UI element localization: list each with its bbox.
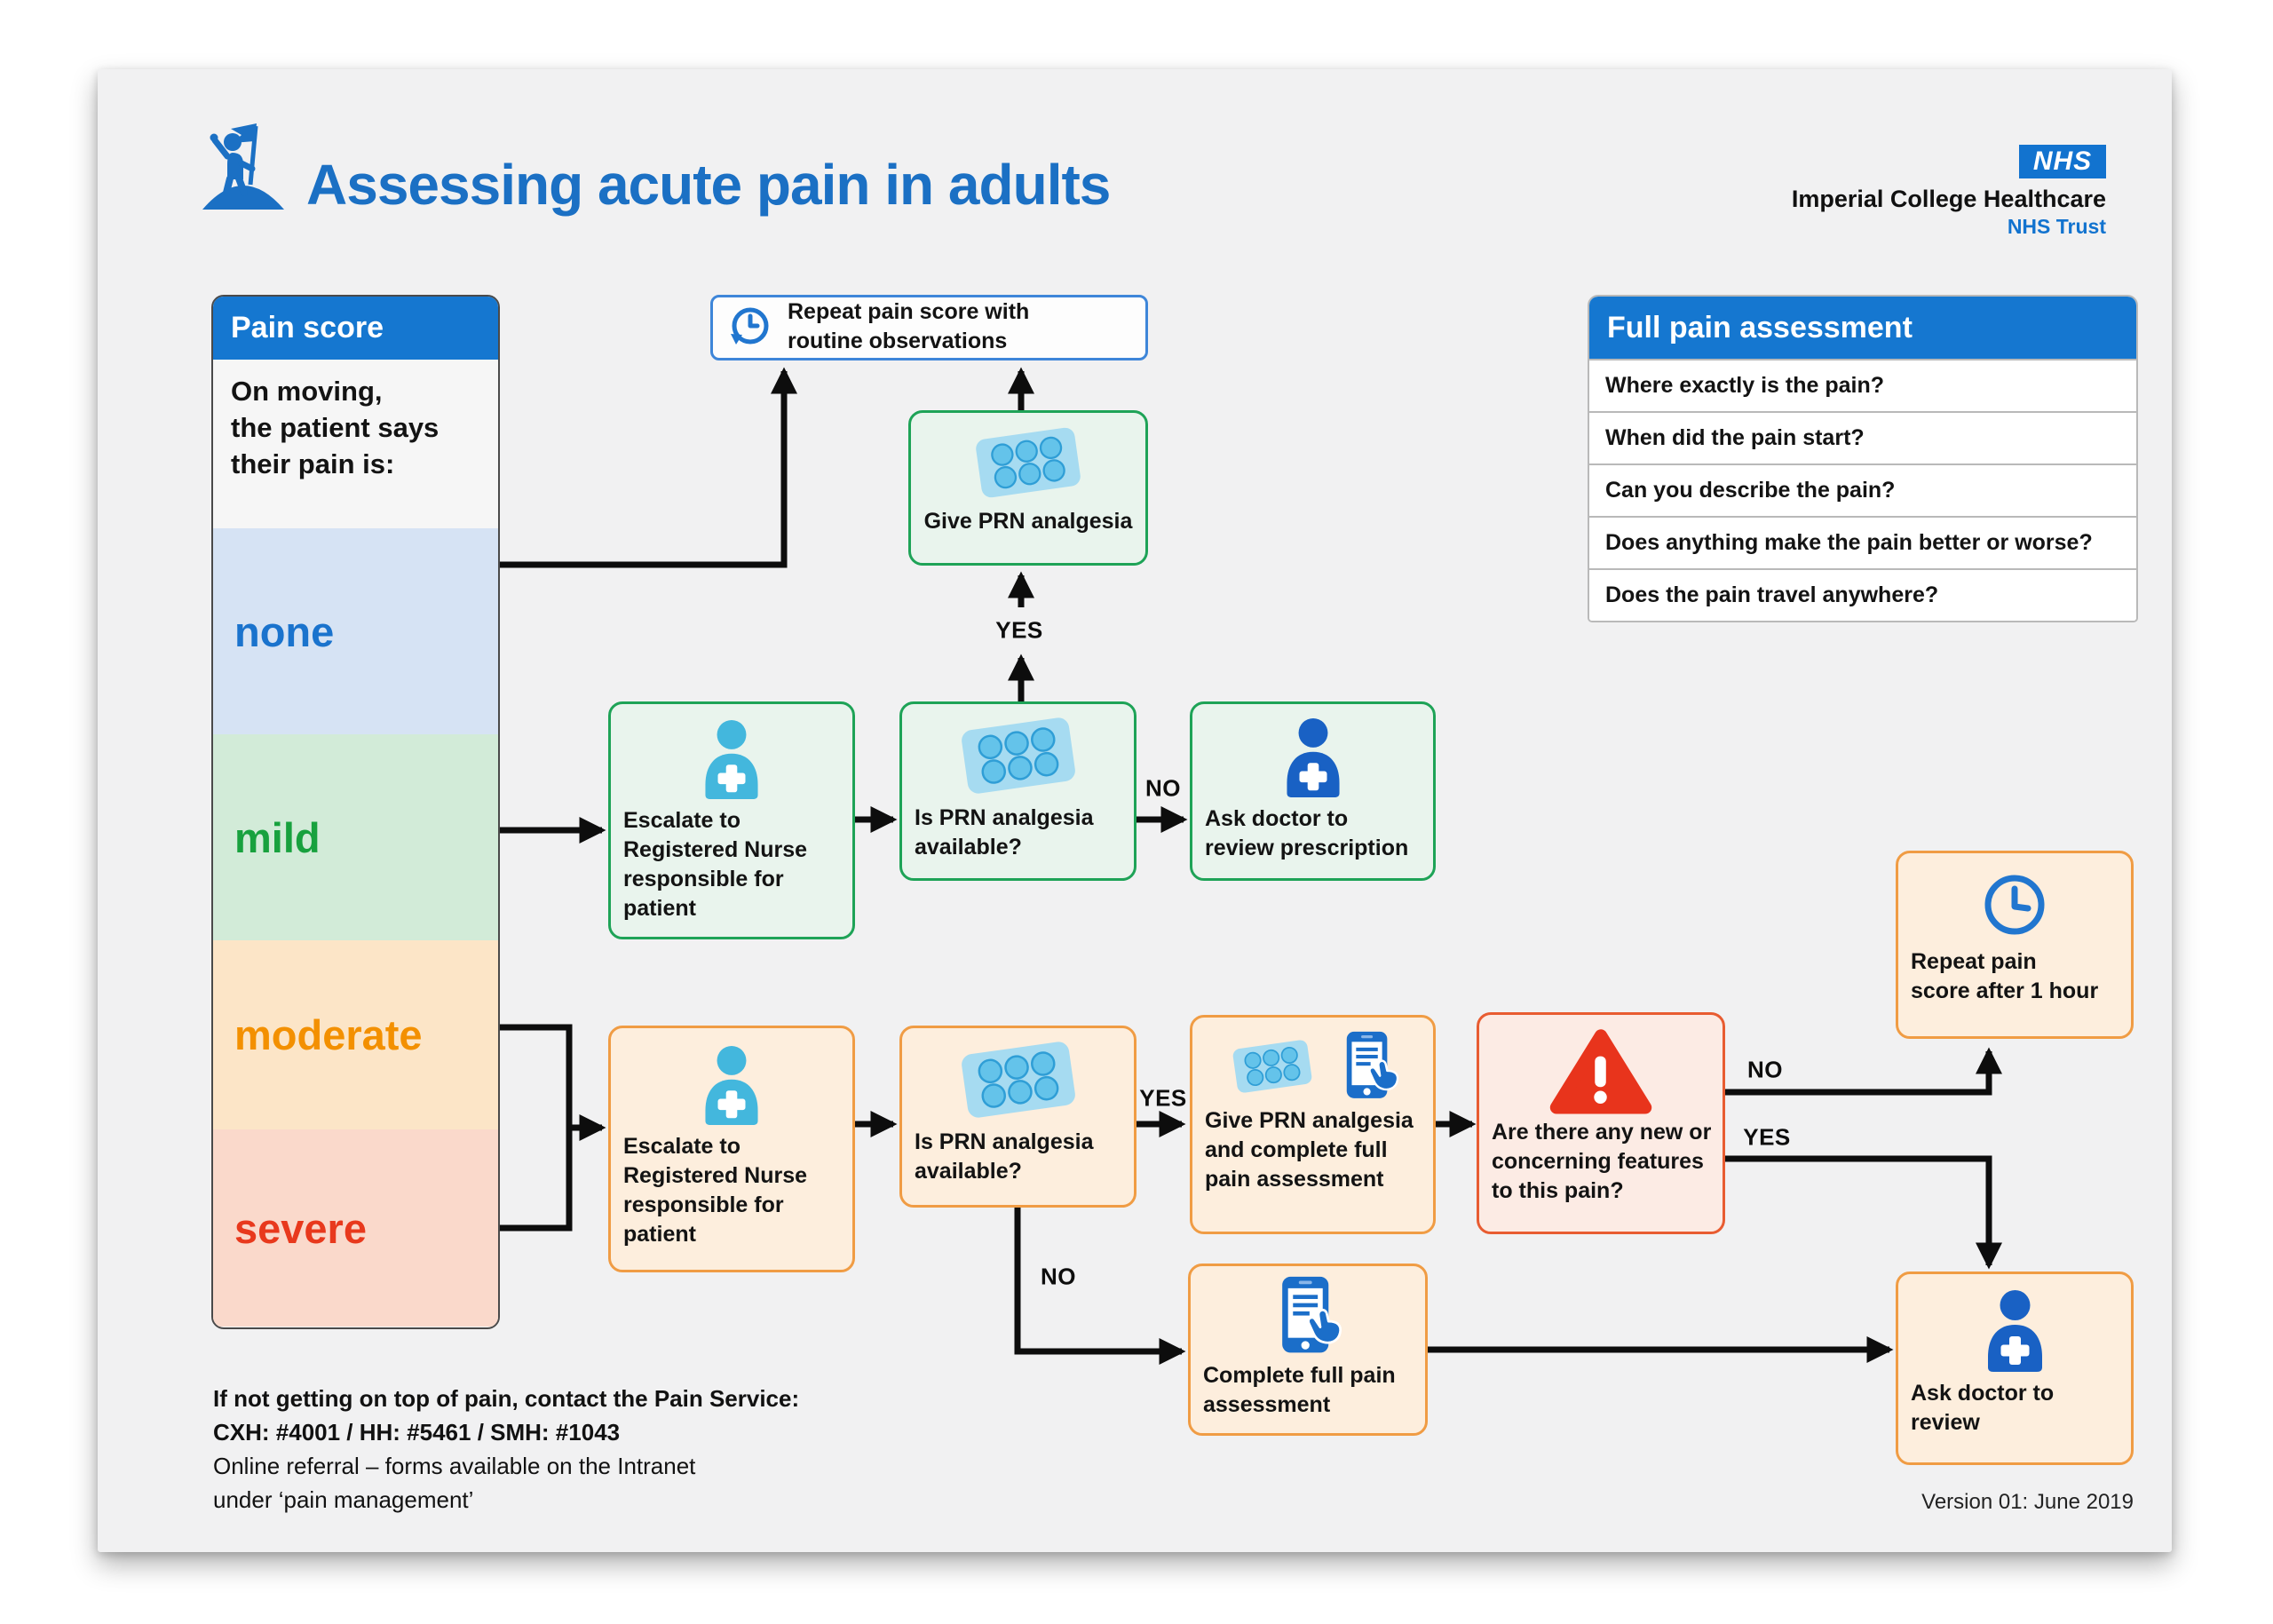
node-repeat-pain-score-1-hour: Repeat pain score after 1 hour: [1896, 851, 2134, 1039]
pain-level-moderate-label: moderate: [234, 1011, 423, 1058]
edge-label-no-concerning: NO: [1747, 1056, 1783, 1083]
node-is-prn-available-moderate: Is PRN analgesia available?: [899, 1026, 1136, 1208]
edge-label-yes-concerning: YES: [1743, 1123, 1791, 1151]
node-label: Is PRN analgesia available?: [915, 1129, 1094, 1184]
assessment-question: Where exactly is the pain?: [1589, 359, 2136, 411]
nurse-icon: [705, 719, 758, 800]
contact-numbers: CXH: #4001 / HH: #5461 / SMH: #1043: [213, 1419, 621, 1446]
full-pain-assessment-header: Full pain assessment: [1589, 297, 2136, 359]
version-label: Version 01: June 2019: [1921, 1490, 2134, 1514]
node-ask-doctor-review-prescription: Ask doctor to review prescription: [1190, 701, 1436, 881]
node-label: Repeat pain score with routine observati…: [788, 299, 1030, 353]
pain-level-mild: mild: [213, 734, 498, 940]
pills-icon: [961, 1042, 1075, 1118]
pain-score-header: Pain score: [213, 297, 498, 360]
doctor-icon: [1286, 717, 1340, 798]
contact-line: under ‘pain management’: [213, 1486, 474, 1513]
node-ask-doctor-to-review: Ask doctor to review: [1896, 1271, 2134, 1465]
node-label: Repeat pain score after 1 hour: [1911, 949, 2099, 1003]
pain-level-severe: severe: [213, 1129, 498, 1327]
pills-icon: [961, 717, 1075, 794]
warning-icon: [1549, 1029, 1652, 1114]
node-new-concerning-features: Are there any new or concerning features…: [1477, 1012, 1725, 1234]
node-label: Escalate to Registered Nurse responsible…: [623, 1134, 808, 1247]
node-label: Is PRN analgesia available?: [915, 805, 1094, 860]
edge-label-no-moderate: NO: [1041, 1263, 1076, 1290]
edge-label-yes-mild: YES: [995, 616, 1043, 644]
nhs-logo: NHS: [2019, 145, 2106, 178]
page-title: Assessing acute pain in adults: [306, 153, 1111, 217]
full-pain-assessment-panel: Full pain assessment Where exactly is th…: [1588, 295, 2138, 622]
node-complete-full-pain-assessment: Complete full pain assessment: [1188, 1264, 1428, 1436]
nhs-organisation: Imperial College Healthcare: [1791, 186, 2106, 212]
nhs-logo-block: NHS Imperial College Healthcare NHS Trus…: [1792, 145, 2106, 239]
pain-score-intro: On moving, the patient says their pain i…: [231, 376, 440, 479]
pain-level-none: none: [213, 528, 498, 734]
phone-checklist-icon: [1282, 1276, 1342, 1353]
nurse-icon: [705, 1045, 758, 1126]
nhs-trust: NHS Trust: [2007, 215, 2106, 238]
assessment-question: When did the pain start?: [1589, 411, 2136, 463]
history-clock-icon: [731, 307, 769, 345]
hill-flag-person-icon: [202, 123, 284, 210]
phone-checklist-icon: [1346, 1031, 1398, 1098]
node-label: Escalate to Registered Nurse responsible…: [623, 808, 808, 921]
doctor-icon: [1987, 1290, 2042, 1372]
pain-service-contact: If not getting on top of pain, contact t…: [213, 1382, 799, 1517]
assessment-question: Does anything make the pain better or wo…: [1589, 516, 2136, 568]
edge-label-no-mild: NO: [1145, 774, 1181, 802]
pills-icon: [976, 427, 1081, 498]
node-label: Give PRN analgesia and complete full pai…: [1205, 1108, 1414, 1192]
pain-level-moderate: moderate: [213, 940, 498, 1129]
pain-level-none-label: none: [234, 607, 335, 655]
clock-icon: [1984, 875, 2045, 935]
contact-line: Online referral – forms available on the…: [213, 1453, 696, 1479]
assessment-question: Can you describe the pain?: [1589, 463, 2136, 516]
contact-line: If not getting on top of pain, contact t…: [213, 1385, 800, 1412]
node-give-prn-analgesia: Give PRN analgesia: [908, 410, 1148, 566]
node-label: Complete full pain assessment: [1203, 1363, 1396, 1417]
node-repeat-pain-score-observations: Repeat pain score with routine observati…: [710, 295, 1148, 360]
pills-icon: [1232, 1040, 1311, 1093]
node-escalate-nurse-moderate: Escalate to Registered Nurse responsible…: [608, 1026, 855, 1272]
node-label: Ask doctor to review prescription: [1205, 806, 1409, 860]
assessment-question: Does the pain travel anywhere?: [1589, 568, 2136, 621]
node-label: Give PRN analgesia: [923, 509, 1133, 534]
node-give-prn-and-complete-assessment: Give PRN analgesia and complete full pai…: [1190, 1015, 1436, 1234]
node-label: Ask doctor to review: [1911, 1381, 2055, 1435]
pain-level-severe-label: severe: [234, 1204, 367, 1252]
pain-level-mild-label: mild: [234, 813, 321, 861]
node-is-prn-available-mild: Is PRN analgesia available?: [899, 701, 1136, 881]
node-escalate-nurse-mild: Escalate to Registered Nurse responsible…: [608, 701, 855, 939]
edge-label-yes-moderate: YES: [1139, 1084, 1187, 1112]
pain-score-panel: Pain score On moving, the patient says t…: [211, 295, 500, 1329]
node-label: Are there any new or concerning features…: [1492, 1120, 1712, 1203]
